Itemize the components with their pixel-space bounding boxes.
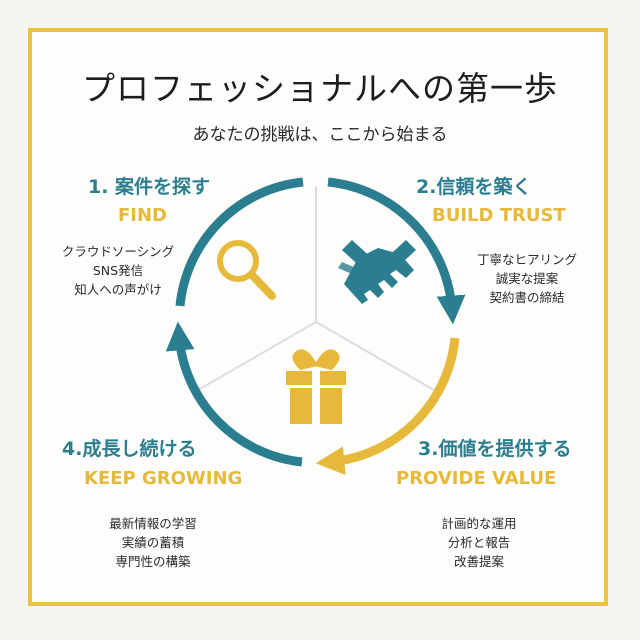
list-item: 専門性の構築 xyxy=(115,554,191,569)
list-item: 丁寧なヒアリング xyxy=(476,252,577,267)
list-item: SNS発信 xyxy=(92,263,144,278)
step-3-title: 3.価値を提供する xyxy=(418,438,572,460)
list-item: 契約書の締結 xyxy=(489,290,565,305)
cycle-arc-value xyxy=(315,337,460,476)
list-item: 分析と報告 xyxy=(447,535,511,550)
step-4-title: 4.成長し続ける xyxy=(62,438,197,460)
list-item: 改善提案 xyxy=(453,554,504,569)
page-subtitle: あなたの挑戦は、ここから始まる xyxy=(192,125,448,145)
page-title: プロフェッショナルへの第一歩 xyxy=(82,69,558,108)
handshake-icon xyxy=(338,240,416,304)
step-4-english: KEEP GROWING xyxy=(84,468,243,489)
step-1-title: 1. 案件を探す xyxy=(88,176,211,198)
list-item: 実績の蓄積 xyxy=(121,535,185,550)
step-3-english: PROVIDE VALUE xyxy=(396,468,557,489)
list-item: クラウドソーシング xyxy=(61,244,175,259)
list-item: 最新情報の学習 xyxy=(109,516,197,531)
step-1-english: FIND xyxy=(118,205,167,226)
poster-frame xyxy=(28,28,608,606)
step-2-english: BUILD TRUST xyxy=(432,205,566,226)
cycle-arc-grow xyxy=(165,321,303,467)
divider-line-right xyxy=(315,321,435,391)
step-2-list: 丁寧なヒアリング 誠実な提案 契約書の締結 xyxy=(462,250,592,307)
magnifier-icon xyxy=(217,240,276,300)
list-item: 誠実な提案 xyxy=(495,271,559,286)
list-item: 計画的な運用 xyxy=(441,516,517,531)
step-2-title: 2.信頼を築く xyxy=(416,176,532,198)
list-item: 知人への声がけ xyxy=(74,282,162,297)
divider-line-left xyxy=(197,321,317,391)
step-3-list: 計画的な運用 分析と報告 改善提案 xyxy=(424,514,534,571)
cycle-arc-find xyxy=(175,177,304,307)
step-4-list: 最新情報の学習 実績の蓄積 専門性の構築 xyxy=(94,514,212,571)
gift-icon xyxy=(286,349,346,424)
cycle-arc-trust xyxy=(327,177,466,325)
step-1-list: クラウドソーシング SNS発信 知人への声がけ xyxy=(52,242,184,299)
